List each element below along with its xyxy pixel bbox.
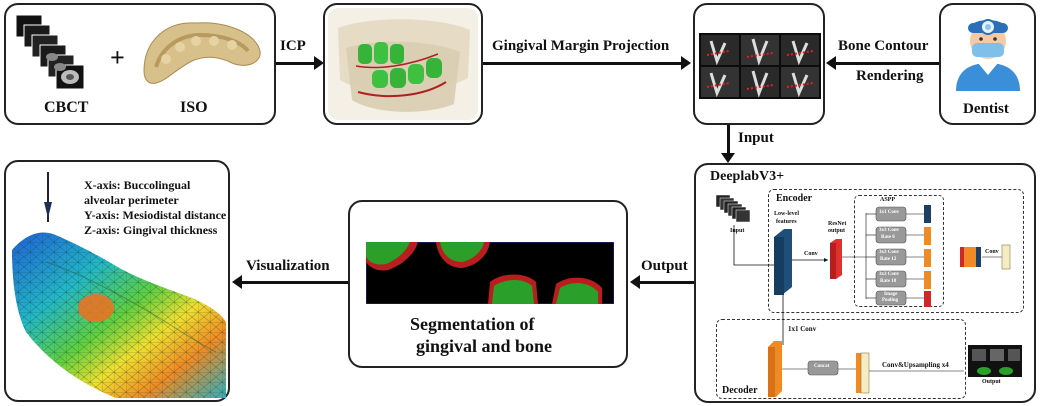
projected-cbct-box: [693, 3, 825, 125]
bone-contour-label-line2: Rendering: [856, 68, 924, 84]
bone-contour-arrowhead: [826, 56, 836, 70]
gingival-projection-arrow: [483, 62, 683, 65]
x-axis-label-line2: alveolar perimeter: [84, 193, 179, 207]
decoder-label: Decoder: [722, 385, 758, 396]
deeplab-title: DeeplabV3+: [710, 169, 785, 184]
output-arrowhead: [630, 275, 640, 289]
output-label: Output: [641, 258, 688, 274]
gingival-projection-arrowhead: [681, 56, 691, 70]
deeplab-input-stack: [715, 194, 751, 223]
registration-box: [323, 3, 483, 125]
iso-label: ISO: [180, 99, 208, 116]
x-axis-label-line1: X-axis: Buccolingual: [84, 178, 191, 192]
upsampling-label: Conv&Upsampling x4: [882, 361, 949, 369]
input-arrowhead: [721, 153, 735, 163]
registered-model-image: [328, 8, 478, 120]
visualization-arrow: [242, 281, 348, 284]
aspp-item-5-label-2: Pooling: [882, 298, 899, 303]
plus-sign: +: [110, 43, 125, 72]
input-arrow: [727, 125, 730, 155]
aspp-item-4-label-1: 3x3 Conv: [879, 272, 900, 277]
bone-contour-label-line1: Bone Contour: [838, 38, 929, 54]
deeplab-output-label: Output: [982, 379, 1001, 385]
aspp-conv-label: Conv: [985, 249, 999, 255]
aspp-item-2-label-2: Rate 6: [881, 235, 895, 240]
z-axis-label: Z-axis: Gingival thickness: [84, 223, 218, 237]
dentist-box: Dentist: [939, 3, 1036, 125]
deeplab-input-label: Input: [730, 228, 745, 234]
input-data-box: + CBCT ISO: [4, 3, 276, 125]
bone-contour-arrow: [836, 62, 939, 65]
icp-arrowhead: [314, 56, 324, 70]
icp-label: ICP: [280, 38, 306, 54]
gingival-margin-projection-label: Gingival Margin Projection: [492, 38, 670, 54]
dentist-avatar-icon: [956, 19, 1020, 91]
iso-dental-model-image: [143, 22, 261, 84]
segmentation-mask-image: [366, 242, 614, 304]
encoder-conv-label: Conv: [804, 251, 818, 257]
deeplab-architecture: [715, 194, 1022, 397]
segmentation-box: Segmentation of gingival and bone: [348, 200, 628, 368]
projected-cbct-image: [699, 33, 821, 99]
cbct-label: CBCT: [44, 99, 89, 116]
encoder-region: [768, 189, 1024, 313]
visualization-label: Visualization: [246, 258, 330, 274]
aspp-item-5-label-1: Image: [884, 292, 898, 297]
input-label: Input: [738, 130, 774, 146]
conv-1x1-label: 1x1 Conv: [788, 325, 817, 333]
aspp-item-1-label: 1x1 Conv: [879, 210, 900, 215]
deeplab-box: DeeplabV3+ Encoder ASPP Decoder: [694, 163, 1036, 403]
gingival-thickness-surface: [12, 172, 226, 398]
low-level-features-label-2: features: [776, 219, 797, 225]
aspp-item-2-label-1: 3x3 Conv: [879, 228, 900, 233]
aspp-item-3-label-1: 3x3 Conv: [879, 250, 900, 255]
decoder-region: [716, 319, 966, 399]
low-level-features-label-1: Low-level: [774, 211, 799, 217]
visualization-box: X-axis: Buccolingual alveolar perimeter …: [4, 160, 230, 402]
resnet-output-label-1: ResNet: [828, 221, 847, 227]
aspp-region: [854, 195, 944, 307]
segmentation-label-line2: gingival and bone: [416, 336, 553, 356]
aspp-label: ASPP: [880, 197, 895, 203]
concat-label: Concat: [814, 364, 830, 369]
resnet-output-label-2: output: [828, 228, 846, 234]
dentist-label: Dentist: [963, 101, 1009, 117]
cbct-slices-image: [15, 14, 85, 90]
encoder-label: Encoder: [776, 193, 813, 204]
aspp-item-3-label-2: Rate 12: [880, 257, 897, 262]
icp-arrow: [276, 62, 316, 65]
aspp-items: [875, 206, 907, 306]
output-arrow: [640, 281, 694, 284]
aspp-item-4-label-2: Rate 18: [880, 279, 897, 284]
y-axis-label: Y-axis: Mesiodistal distance: [84, 208, 227, 222]
segmentation-label-line1: Segmentation of: [410, 314, 535, 334]
visualization-arrowhead: [232, 275, 242, 289]
